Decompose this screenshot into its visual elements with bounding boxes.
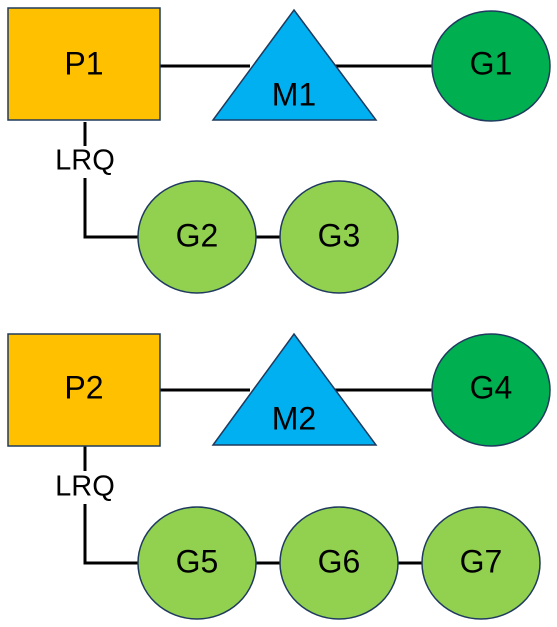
goroutine-g4 [431, 333, 551, 447]
lrq-g2-edge [83, 178, 138, 239]
goroutine-label-g1: G1 [470, 45, 513, 81]
machine-triangle-m1 [211, 8, 378, 121]
group-2: P2 M2 G4 LRQ G5 G6 G7 [7, 332, 551, 620]
goroutine-g2 [137, 180, 257, 294]
goroutine-g7 [421, 506, 541, 620]
goroutine-label-g7: G7 [460, 543, 503, 579]
processor-label-p2: P2 [64, 369, 103, 405]
goroutine-label-g2: G2 [176, 217, 219, 253]
machine-label-m1: M1 [272, 76, 316, 112]
processor-label-p1: P1 [64, 45, 103, 81]
goroutine-label-g3: G3 [318, 217, 361, 253]
processor-box-p1 [7, 7, 161, 121]
goroutine-label-g6: G6 [318, 543, 361, 579]
goroutine-label-g4: G4 [470, 369, 513, 405]
machine-label-m2: M2 [272, 400, 316, 436]
machine-triangle-m2 [211, 332, 378, 446]
goroutine-g1 [431, 10, 551, 122]
processor-box-p2 [7, 333, 161, 447]
goroutine-g5 [137, 506, 257, 620]
group-1: P1 M1 G1 LRQ G2 G3 [7, 7, 551, 294]
goroutine-g3 [279, 180, 399, 294]
goroutine-g6 [279, 506, 399, 620]
lrq-label-2: LRQ [55, 471, 115, 503]
lrq-g5-edge [83, 504, 138, 565]
goroutine-label-g5: G5 [176, 543, 219, 579]
lrq-label-1: LRQ [55, 145, 115, 177]
